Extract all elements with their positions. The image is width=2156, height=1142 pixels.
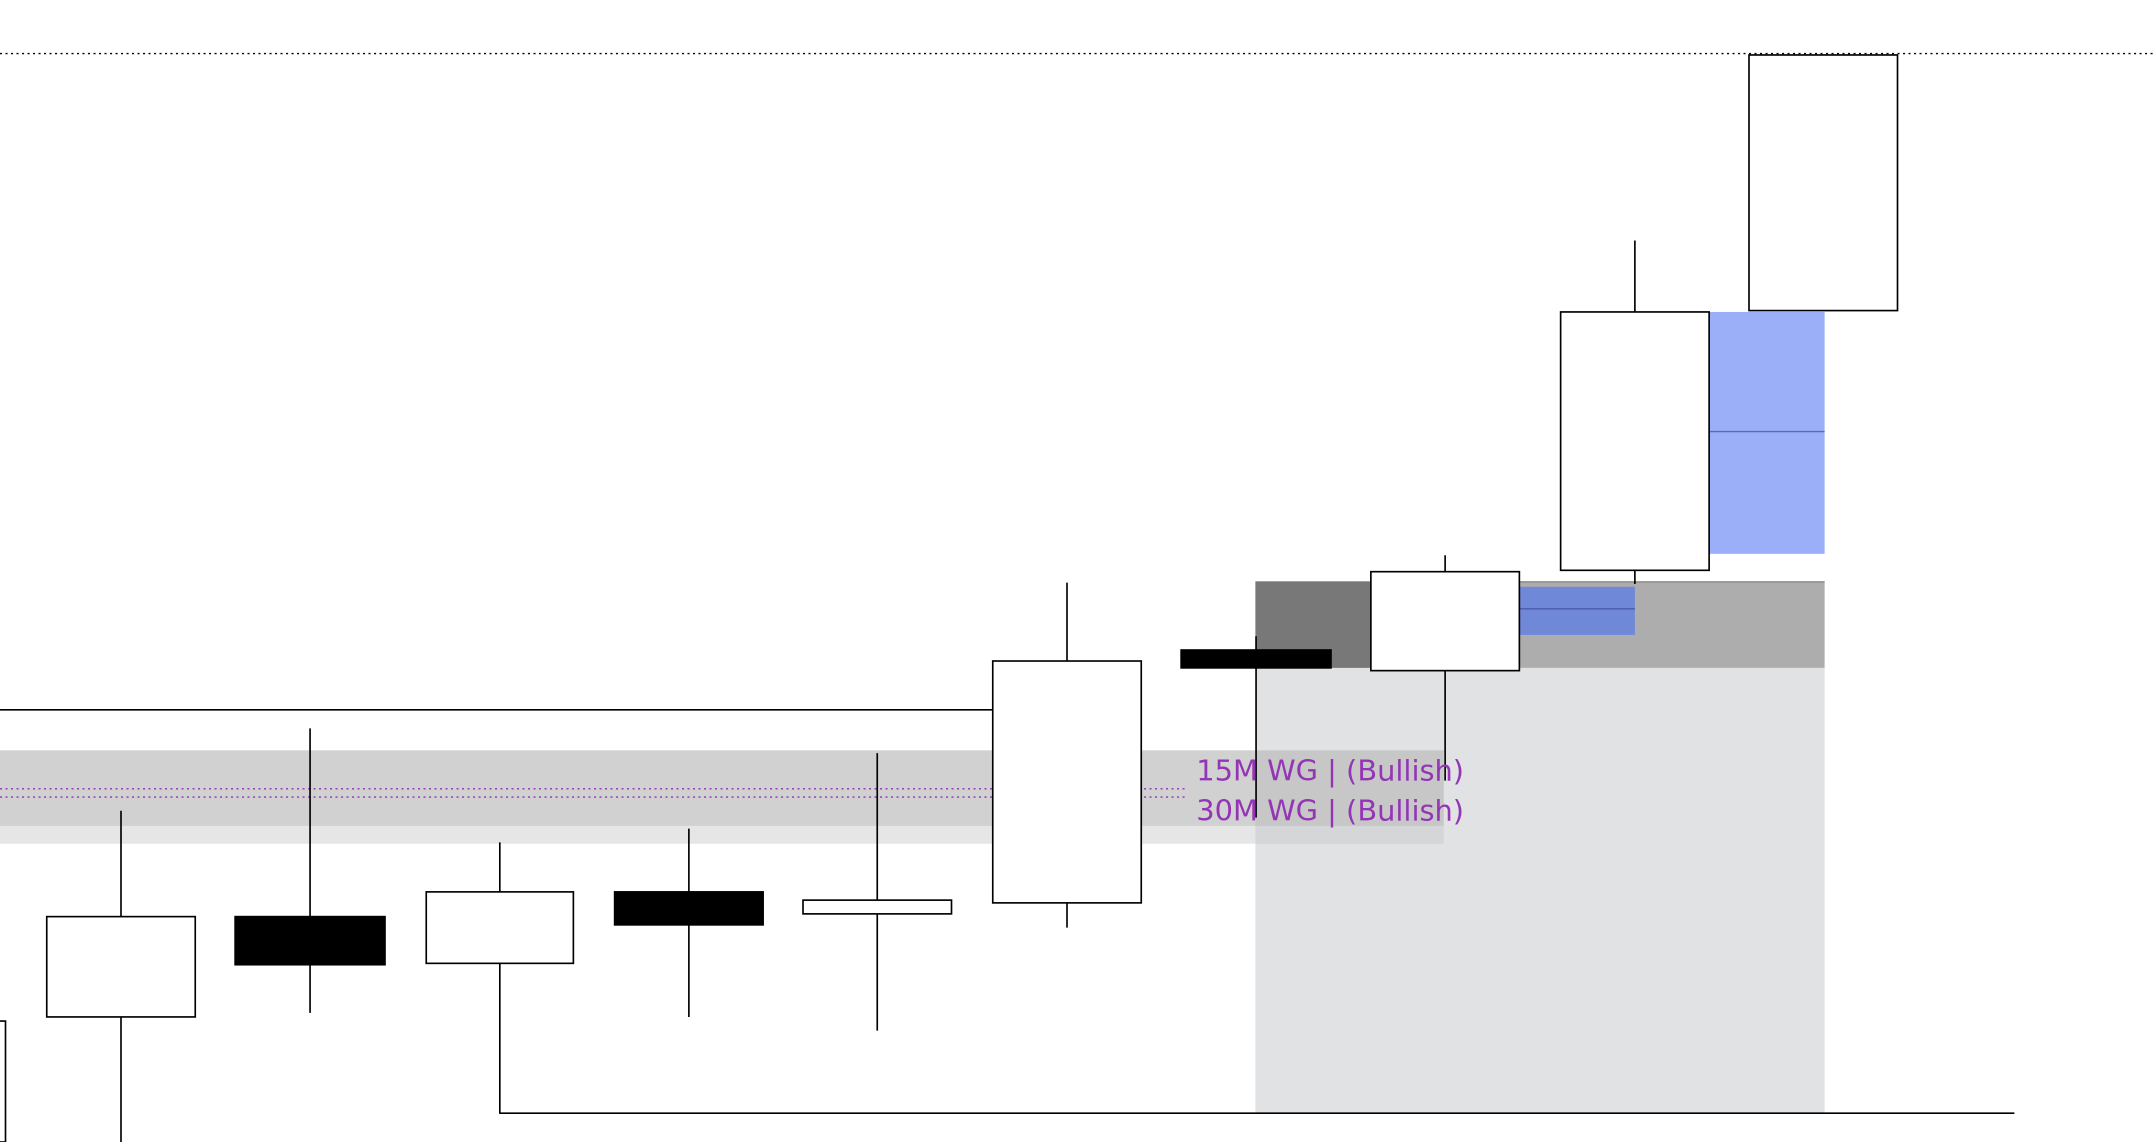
wg-label-15m: 15M WG | (Bullish) — [1196, 754, 1464, 788]
bullish-candle — [0, 1020, 7, 1142]
candle-body — [0, 1020, 7, 1142]
bearish-candle — [1180, 636, 1332, 818]
candle-body — [802, 899, 953, 915]
wg-label-30m: 30M WG | (Bullish) — [1196, 793, 1464, 827]
bullish-candle — [991, 582, 1143, 928]
bullish-candle — [802, 753, 953, 1031]
bullish-candle — [425, 842, 575, 1114]
fvg-blue-upper — [1709, 311, 1825, 554]
candle-body — [425, 891, 575, 965]
wg-zone-lower — [0, 825, 1444, 844]
bullish-candle — [1748, 54, 1899, 312]
candle-body — [1370, 570, 1521, 672]
candle-body — [1559, 311, 1710, 572]
bullish-candle — [1559, 240, 1710, 585]
candles — [0, 54, 1899, 1142]
bullish-candle — [45, 810, 197, 1142]
bullish-candle — [1370, 555, 1521, 781]
fvg-blue-lower — [1519, 586, 1635, 635]
candle-body — [234, 915, 386, 966]
zone-light-large — [1255, 667, 1825, 1114]
candle-body — [991, 660, 1143, 904]
candle-body — [1748, 54, 1899, 312]
bearish-candle — [234, 728, 386, 1013]
candle-body — [1180, 649, 1332, 669]
bearish-candle — [613, 828, 764, 1017]
candle-body — [613, 891, 764, 926]
candle-body — [45, 915, 197, 1018]
